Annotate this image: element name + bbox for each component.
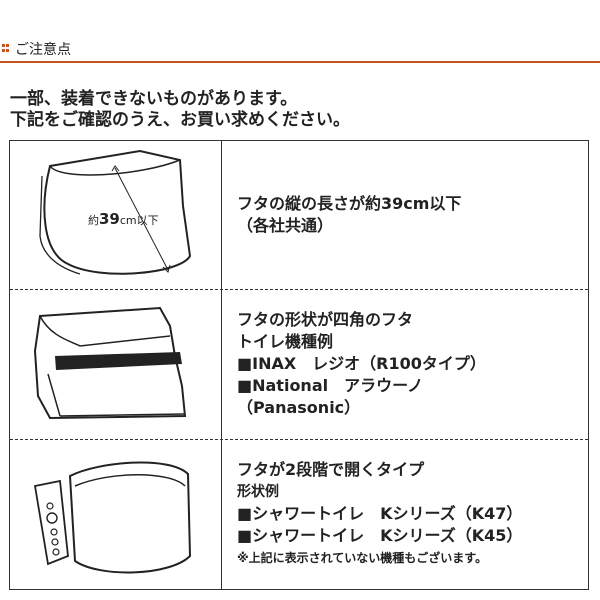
lid-label-number: 39 [99,210,120,228]
section-header: ご注意点 [0,36,600,66]
row-1-line-1: フタの縦の長さが約39cm以下 [237,194,462,213]
square-lid-illustration [33,306,187,420]
lid-length-illustration: 約39cm以下 [39,149,192,275]
column-divider [221,141,222,589]
section-title: ご注意点 [15,42,71,58]
intro-line-1: 一部、装着できないものがあります。 [10,89,298,109]
row-separator-2 [10,439,588,440]
lid-label-prefix: 約 [88,213,99,227]
row-1-line-2: （各社共通） [237,216,334,235]
row-2-line-3: ■INAX レジオ（R100タイプ） [237,354,486,373]
row-3-line-3: ■シャワートイレ Kシリーズ（K47） [237,504,523,523]
row-3-text: フタが2段階で開くタイプ 形状例 ■シャワートイレ Kシリーズ（K47） ■シャ… [237,459,522,569]
row-1-text: フタの縦の長さが約39cm以下 （各社共通） [237,193,461,237]
row-2-line-4: ■National アラウーノ [237,376,424,395]
two-stage-lid-illustration [33,461,192,574]
row-3-line-2: 形状例 [237,484,279,500]
lid-label-suffix: cm以下 [120,214,159,227]
row-2-line-2: トイレ機種例 [237,332,334,351]
intro-line-2: 下記をご確認のうえ、お買い求めください。 [10,110,350,130]
row-separator-1 [10,289,588,290]
row-2-line-5: （Panasonic） [237,398,361,417]
row-3-line-1: フタが2段階で開くタイプ [237,460,425,479]
svg-text:約39cm以下: 約39cm以下 [88,210,159,228]
intro-text: 一部、装着できないものがあります。 下記をご確認のうえ、お買い求めください。 [10,89,350,131]
row-3-note: ※上記に表示されていない機種もございます。 [237,551,488,565]
row-2-text: フタの形状が四角のフタ トイレ機種例 ■INAX レジオ（R100タイプ） ■N… [237,309,486,419]
header-divider [0,61,600,63]
compatibility-table: 約39cm以下 フタの縦の長さが約39cm以下 （各社共通） フタの形状が四角の… [9,140,589,590]
square-bullet-icon [2,44,9,53]
row-2-line-1: フタの形状が四角のフタ [237,310,414,329]
row-3-line-4: ■シャワートイレ Kシリーズ（K45） [237,526,523,545]
